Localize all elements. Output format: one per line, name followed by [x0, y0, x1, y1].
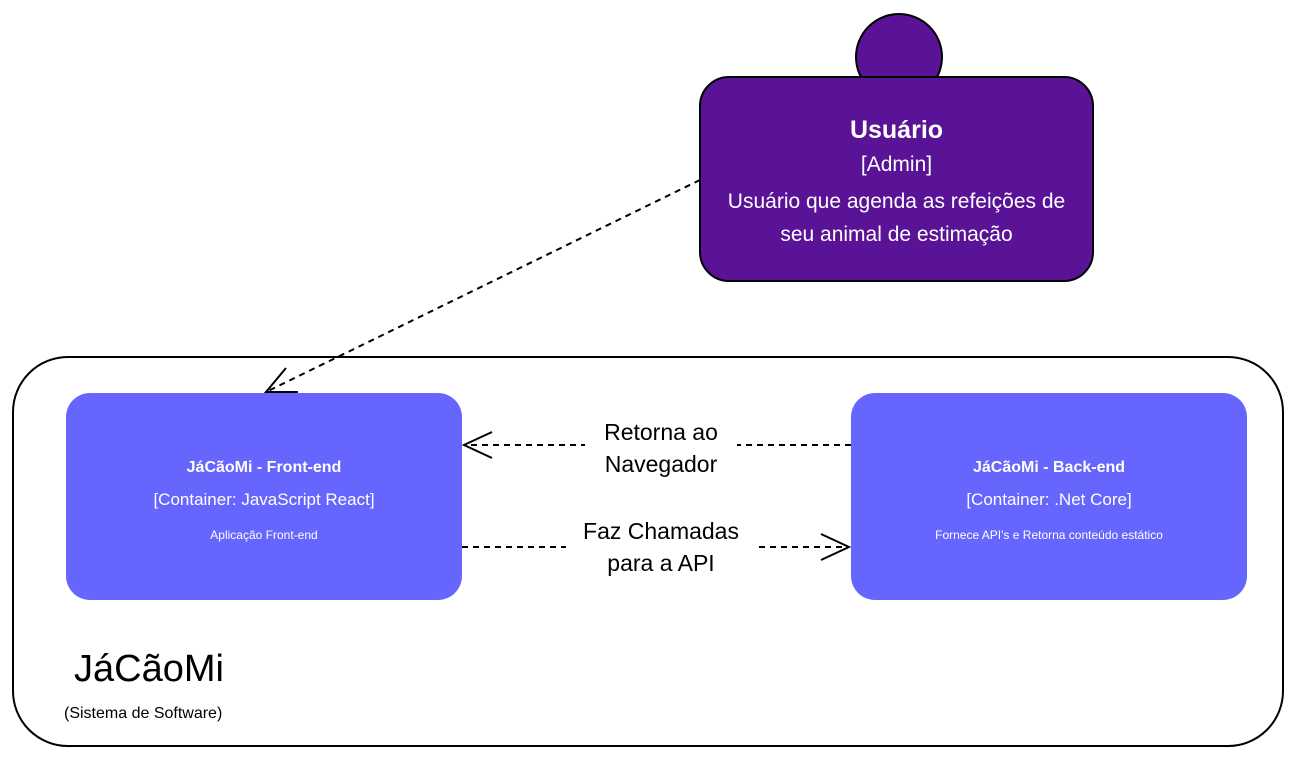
- system-name: JáCãoMi: [74, 648, 224, 690]
- person-name: Usuário: [849, 116, 944, 144]
- container-frontend: JáCãoMi - Front-end [Container: JavaScri…: [66, 393, 462, 600]
- container-backend: JáCãoMi - Back-end [Container: .Net Core…: [851, 393, 1247, 600]
- person-tag: [Admin]: [860, 153, 933, 176]
- edge-label-api-calls: Faz Chamadas para a API: [566, 515, 756, 579]
- container-frontend-tag: [Container: JavaScript React]: [153, 490, 375, 509]
- person-user-node: Usuário [Admin] Usuário que agenda as re…: [699, 76, 1094, 282]
- person-description: Usuário que agenda as refeições de seu a…: [727, 190, 1066, 246]
- container-frontend-name: JáCãoMi - Front-end: [186, 459, 342, 476]
- container-backend-tag: [Container: .Net Core]: [966, 490, 1132, 509]
- container-frontend-description: Aplicação Front-end: [210, 528, 318, 542]
- container-backend-name: JáCãoMi - Back-end: [972, 459, 1126, 476]
- container-backend-description: Fornece API's e Retorna conteúdo estátic…: [935, 528, 1163, 542]
- system-type: (Sistema de Software): [64, 705, 223, 722]
- edge-label-return-to-browser: Retorna ao Navegador: [585, 416, 737, 480]
